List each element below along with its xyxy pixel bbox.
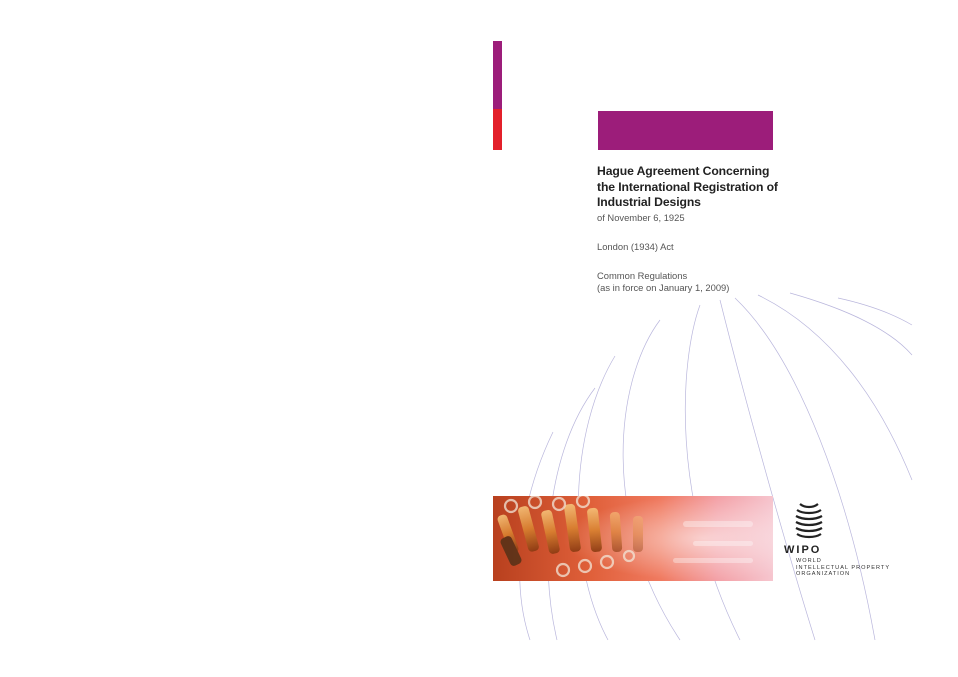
cover-in-force: (as in force on January 1, 2009) <box>597 281 730 293</box>
spine-purple-bar <box>493 41 502 109</box>
cover-header-block <box>598 111 773 150</box>
wipo-acronym: WIPO <box>784 544 822 556</box>
spine-red-bar <box>493 109 502 150</box>
wipo-globe-icon <box>795 503 823 539</box>
wipo-org-line-2: Intellectual Property <box>796 564 891 571</box>
electronic-components-photo <box>493 496 773 581</box>
cover-text-block: Hague Agreement Concerning the Internati… <box>597 164 797 294</box>
wipo-logo: WIPO World Intellectual Property Organiz… <box>784 500 904 590</box>
cover-regulations: Common Regulations <box>597 269 688 281</box>
wipo-org-line-1: World <box>796 558 822 564</box>
cover-title-line-2: the International Registration of <box>597 179 778 194</box>
cover-date: of November 6, 1925 <box>597 211 685 223</box>
cover-title-line-1: Hague Agreement Concerning <box>597 164 770 178</box>
wipo-org-line-3: Organization <box>796 571 851 578</box>
wipo-org-name: World Intellectual Property Organization <box>796 558 890 578</box>
cover-title-line-3: Industrial Designs <box>597 195 701 209</box>
cover-act: London (1934) Act <box>597 240 674 252</box>
